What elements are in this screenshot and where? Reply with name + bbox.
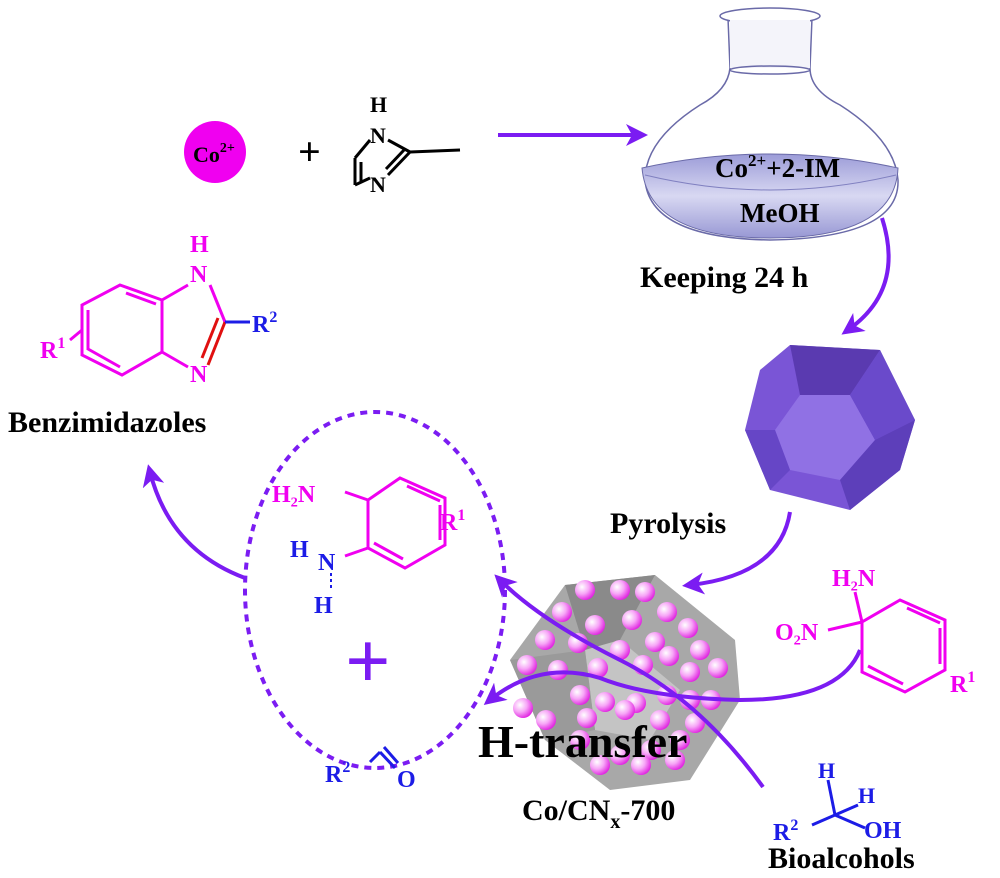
diamine-h-top: H (290, 537, 309, 563)
cobalt-ion: Co2+ (184, 121, 246, 183)
zif-polyhedron-icon (745, 345, 915, 510)
cobalt-nanoparticle (570, 730, 590, 750)
cobalt-nanoparticle (577, 708, 597, 728)
cobalt-nanoparticle (513, 698, 533, 718)
cobalt-nanoparticle (517, 655, 537, 675)
cobalt-nanoparticle (665, 750, 685, 770)
cobalt-nanoparticle (595, 692, 615, 712)
flask-icon (641, 7, 899, 241)
nitroaniline-nh2: H₂N (832, 566, 876, 592)
diamine-nh2: H₂N (272, 482, 316, 508)
cobalt-nanoparticle (585, 615, 605, 635)
diamine-h-bottom: H (314, 593, 333, 619)
cobalt-nanoparticle (552, 602, 572, 622)
cobalt-nanoparticle (657, 602, 677, 622)
cobalt-nanoparticle (610, 640, 630, 660)
imidazole-n1: N (370, 123, 386, 148)
cobalt-nanoparticle (622, 610, 642, 630)
cobalt-nanoparticle (641, 740, 661, 760)
arrow-diamine (494, 574, 765, 789)
benzimidazole-n2: N (190, 362, 208, 388)
diamine-structure (344, 476, 447, 570)
flask-line2: MeOH (740, 198, 819, 228)
aldehyde-o: O (397, 767, 416, 793)
cobalt-nanoparticle (535, 630, 555, 650)
cobalt-nanoparticle (588, 658, 608, 678)
benzimidazole-structure (69, 283, 250, 377)
aldehyde-r2: R2 (325, 759, 350, 788)
cobalt-nanoparticle (590, 755, 610, 775)
arrow-aldehyde (483, 649, 862, 705)
imidazole-h: H (370, 92, 387, 117)
bioalcohol-oh: OH (864, 818, 902, 844)
plus-sign: + (298, 129, 321, 174)
cobalt-nanoparticle (570, 685, 590, 705)
cobalt-nanoparticle (610, 745, 630, 765)
flask-line1: Co2++2-IM (715, 151, 840, 183)
cobalt-nanoparticle (645, 632, 665, 652)
arrow-to-zif (841, 217, 891, 335)
arrow-to-catalyst (682, 511, 792, 595)
cobalt-nanoparticle (708, 658, 728, 678)
bioalcohol-r2: R2 (773, 817, 798, 846)
intermediates-ellipse (243, 410, 507, 770)
cobalt-nanoparticle (548, 660, 568, 680)
cobalt-nanoparticle (690, 640, 710, 660)
cobalt-nanoparticle (680, 662, 700, 682)
step-pyrolysis-label: Pyrolysis (610, 507, 726, 540)
nitroaniline-r1: R1 (950, 669, 975, 698)
cobalt-nanoparticle (678, 618, 698, 638)
bioalcohol-structure (811, 779, 866, 830)
imidazole-n2: N (370, 172, 386, 197)
nitroaniline-structure (827, 591, 947, 694)
methylimidazole-structure (353, 138, 461, 187)
bioalcohol-h2: H (858, 783, 875, 808)
svg-text:Co2+: Co2+ (193, 141, 235, 167)
cobalt-nanoparticle (610, 580, 630, 600)
plus-sign-large: + (345, 618, 391, 706)
bioalcohols-label: Bioalcohols (768, 842, 915, 875)
cobalt-nanoparticle (615, 700, 635, 720)
catalyst-name: Co/CNx-700 (522, 794, 675, 833)
aldehyde-structure (368, 746, 400, 770)
cobalt-nanoparticle (670, 730, 690, 750)
arrow-to-product (142, 464, 246, 580)
cobalt-nanoparticle (536, 710, 556, 730)
benzimidazole-r1: R1 (40, 335, 65, 364)
diamine-r1: R1 (440, 507, 465, 536)
benzimidazole-r2: R2 (252, 309, 277, 338)
cobalt-nanoparticle (631, 755, 651, 775)
cobalt-nanoparticle (575, 580, 595, 600)
benzimidazole-h: H (190, 232, 209, 258)
h-transfer-label: H-transfer (478, 716, 687, 767)
step-keeping-label: Keeping 24 h (640, 261, 809, 294)
cobalt-nanoparticle (650, 710, 670, 730)
cobalt-nanoparticle (635, 582, 655, 602)
cobalt-nanoparticle (659, 646, 679, 666)
benzimidazoles-label: Benzimidazoles (8, 406, 206, 439)
benzimidazole-n1: N (190, 262, 208, 288)
diamine-n: N (318, 550, 336, 576)
bioalcohol-h1: H (818, 758, 835, 783)
nitroaniline-no2: O₂N (775, 620, 819, 646)
